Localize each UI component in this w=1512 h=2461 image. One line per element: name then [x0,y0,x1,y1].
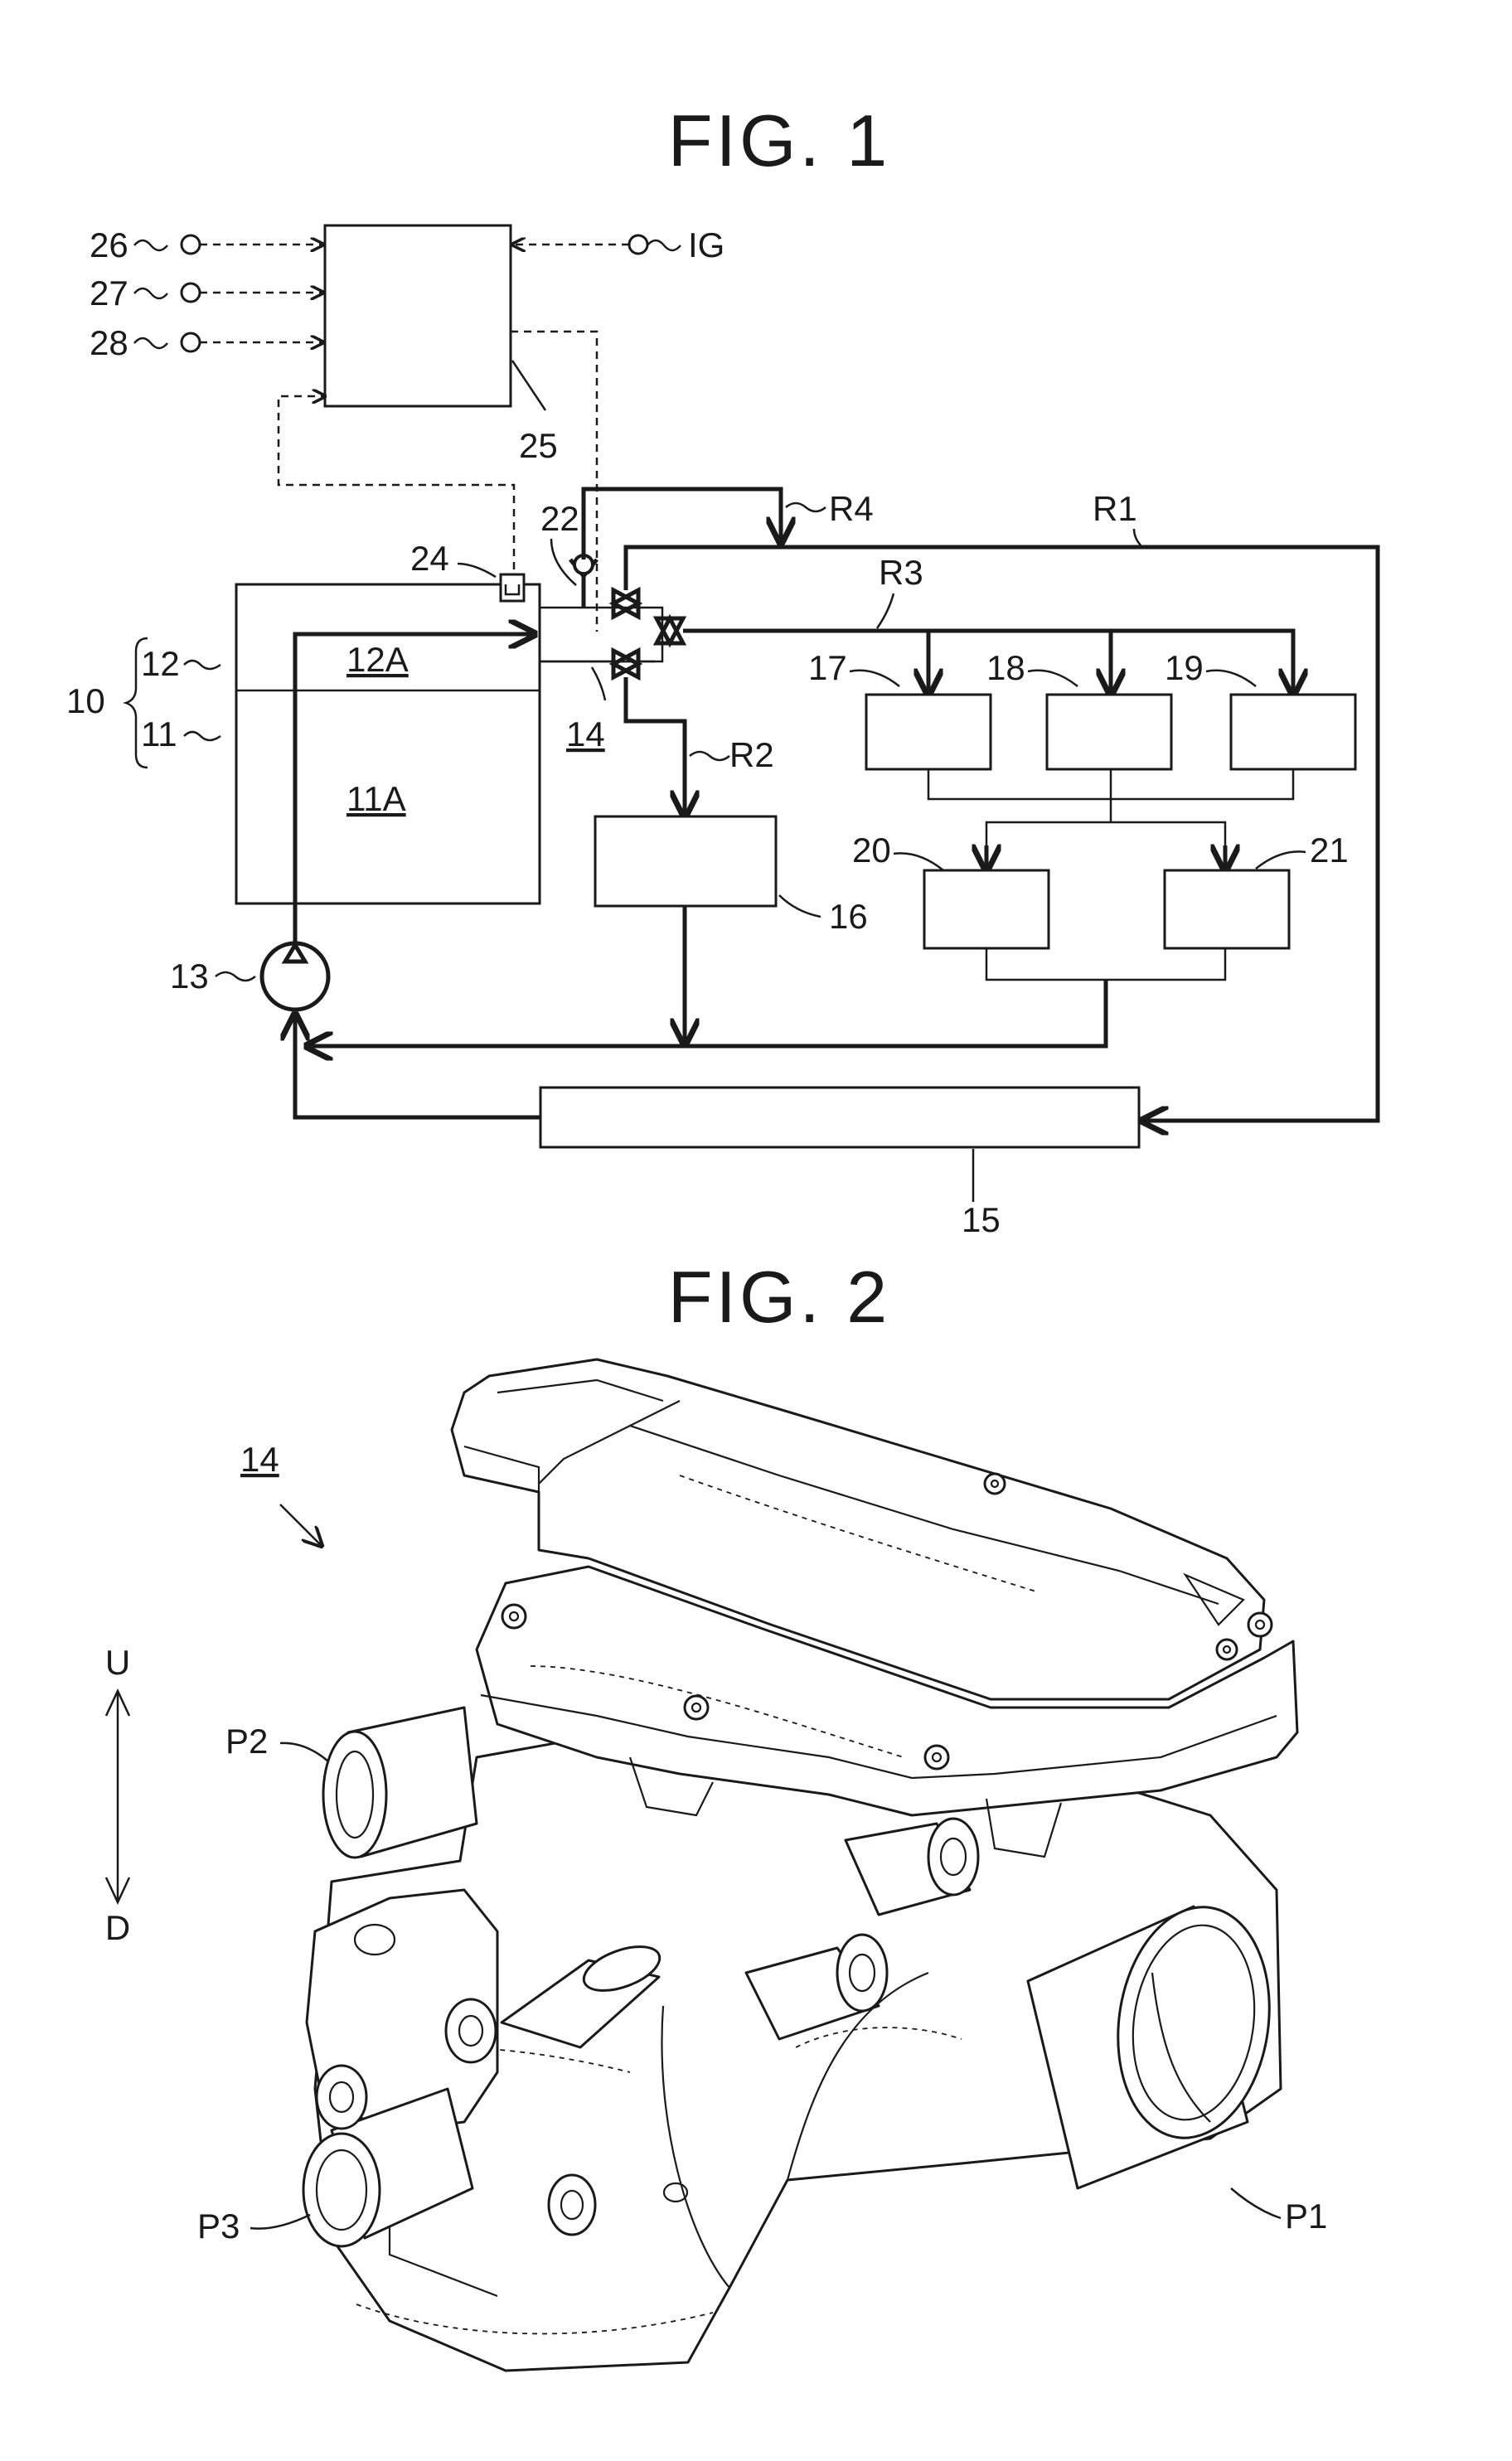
control-valve-illustration: P2 P3 [197,1359,1327,2371]
label-13: 13 [170,957,209,996]
heat-exchanger-17 [866,695,991,769]
label-fig2-14: 14 [240,1440,279,1479]
heater-core-16 [595,816,776,906]
label-16: 16 [829,897,868,936]
label-10: 10 [66,681,105,720]
heat-exchanger-18 [1047,695,1171,769]
label-r1: R1 [1093,489,1137,528]
fig2-drawing: FIG. 2 14 U D [105,1256,1328,2371]
sensor-24 [501,574,524,601]
label-r4: R4 [829,489,874,528]
label-25: 25 [519,426,558,465]
label-15: 15 [962,1200,1001,1239]
label-u: U [105,1643,130,1682]
label-p3: P3 [197,2207,240,2245]
up-down-direction-arrow: U D [105,1643,130,1947]
valve-r3 [657,618,683,643]
label-20: 20 [852,831,891,870]
valve-r1 [613,590,638,617]
label-11: 11 [141,715,177,753]
terminal-28 [182,333,200,351]
label-14: 14 [566,715,605,753]
label-18: 18 [986,648,1025,687]
label-28: 28 [90,323,128,362]
terminal-27 [182,283,200,302]
pump-13 [262,943,328,1010]
label-17: 17 [808,648,847,687]
terminal-26 [182,235,200,254]
heat-exchanger-21 [1165,870,1289,948]
label-22: 22 [540,499,579,538]
label-d: D [105,1908,130,1947]
pipe-radiator-to-pump [295,1015,540,1117]
label-12a: 12A [346,640,409,679]
pipe-return-to-pump [307,980,1106,1046]
label-p2: P2 [225,1722,268,1761]
heat-exchanger-19 [1231,695,1355,769]
label-r2: R2 [729,735,774,774]
heat-exchanger-20 [924,870,1049,948]
label-27: 27 [90,274,128,312]
label-11a: 11A [346,779,406,818]
fig1-diagram: FIG. 1 26 27 28 IG 25 [66,99,1378,1239]
control-valve-housing [540,608,662,661]
label-19: 19 [1165,648,1204,687]
label-r3: R3 [879,553,923,592]
terminal-ig [629,235,647,254]
fig2-title: FIG. 2 [668,1256,891,1338]
pipe-r2 [626,677,685,816]
label-p1: P1 [1285,2197,1327,2236]
label-12: 12 [141,644,180,683]
label-ig: IG [688,225,724,264]
port-p2 [323,1708,477,1858]
signal-line-from-sensor [279,396,514,609]
check-valve-22 [570,555,597,608]
label-21: 21 [1310,831,1349,870]
radiator-15 [540,1088,1139,1147]
valve-r2 [613,651,638,677]
fig1-title: FIG. 1 [668,99,891,182]
label-26: 26 [90,225,128,264]
label-24: 24 [410,539,449,578]
controller-box [325,225,511,406]
